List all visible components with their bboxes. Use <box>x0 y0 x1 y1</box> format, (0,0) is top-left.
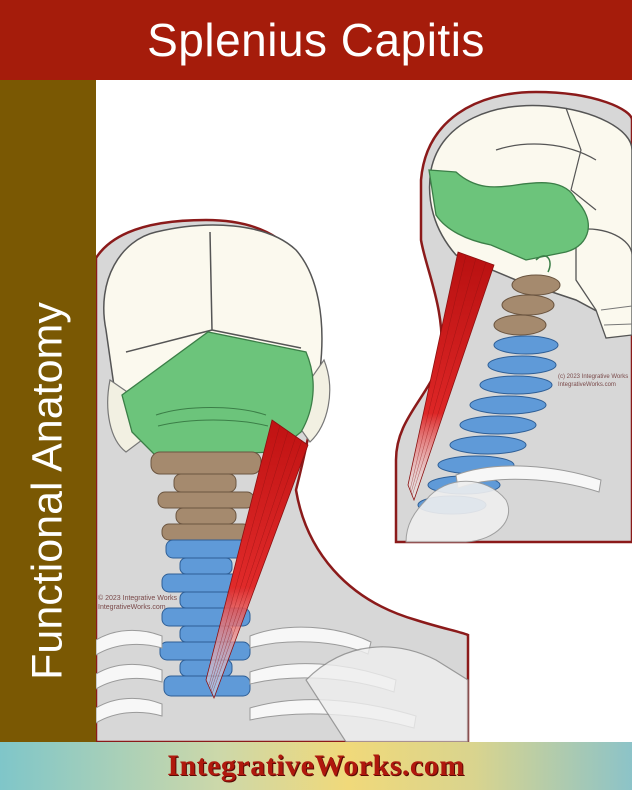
side-occipital <box>428 169 589 261</box>
side-label: Functional Anatomy <box>23 302 72 680</box>
skull-suture <box>125 231 302 353</box>
site-front: IntegrativeWorks.com <box>98 604 166 611</box>
site-side: IntegrativeWorks.com <box>558 382 616 388</box>
side-jaw <box>575 228 632 339</box>
anatomy-illustration: © 2023 Integrative Works IntegrativeWork… <box>96 80 632 742</box>
scapula-right <box>305 646 469 742</box>
side-bar: Functional Anatomy <box>0 80 96 742</box>
footer-brand[interactable]: IntegrativeWorks.com <box>167 749 465 782</box>
side-shoulder <box>405 480 509 543</box>
side-view: (c) 2023 Integrative Works IntegrativeWo… <box>364 80 632 544</box>
title-bar: Splenius Capitis <box>0 0 632 80</box>
page-title: Splenius Capitis <box>147 14 485 66</box>
side-cervical <box>493 274 561 336</box>
posterior-view: © 2023 Integrative Works IntegrativeWork… <box>96 218 470 742</box>
copyright-front: © 2023 Integrative Works <box>98 594 177 602</box>
mastoid-right <box>299 358 331 443</box>
side-clavicle <box>455 465 602 493</box>
copyright-side: (c) 2023 Integrative Works <box>558 374 628 380</box>
side-splenius-muscle <box>407 251 495 502</box>
cervical-vertebrae <box>150 451 262 541</box>
footer-banner: IntegrativeWorks.com <box>0 742 632 790</box>
